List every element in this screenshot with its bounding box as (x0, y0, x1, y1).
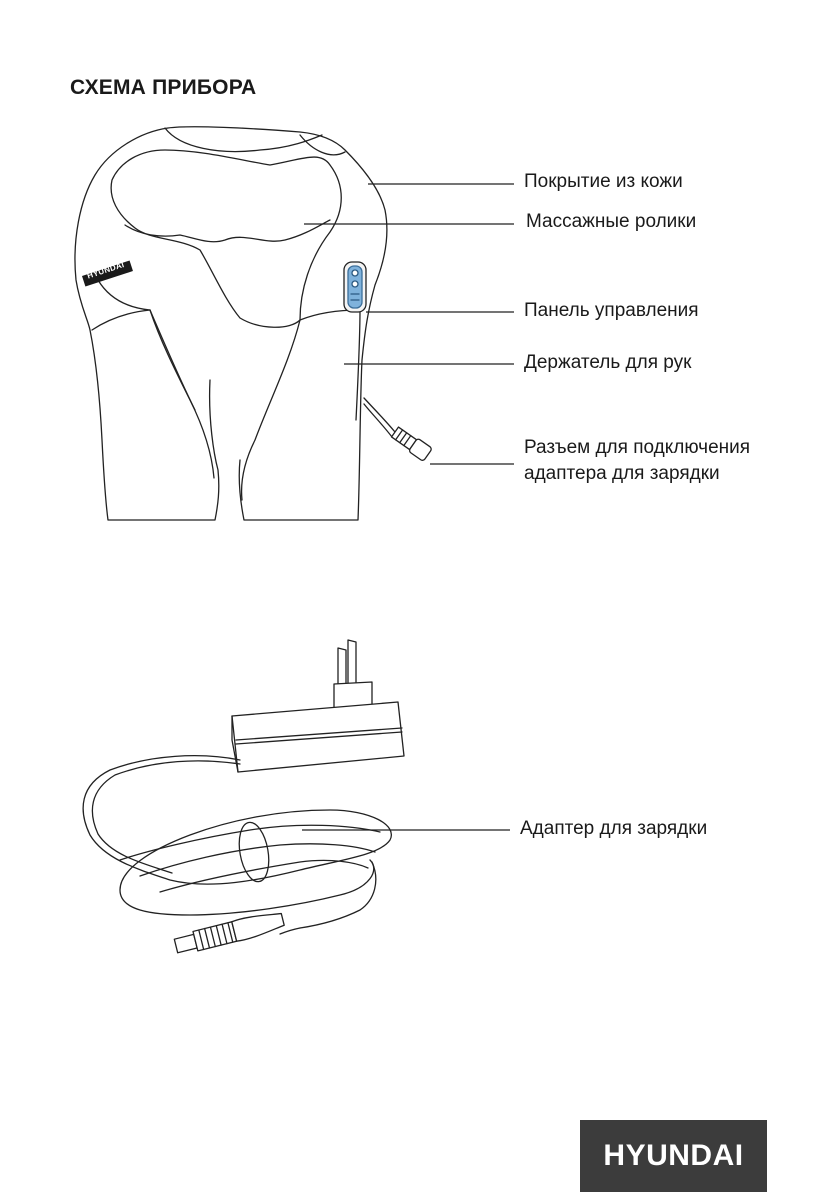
connector-plug (390, 426, 432, 461)
power-cable (363, 397, 396, 433)
roller-contour (124, 219, 331, 243)
label-adapter: Адаптер для зарядки (520, 818, 708, 839)
dc-plug (173, 912, 285, 954)
adapter-cord (82, 755, 392, 916)
right-strap (299, 309, 361, 421)
adapter-illustration (82, 639, 405, 954)
brand-logo: HYUNDAI (580, 1120, 767, 1192)
label-rollers: Массажные ролики (526, 211, 697, 232)
left-strap (91, 309, 215, 479)
neck-opening (110, 149, 342, 328)
label-cover: Покрытие из кожи (524, 171, 683, 192)
adapter-box (231, 701, 405, 773)
brand-logo-text: HYUNDAI (603, 1139, 744, 1172)
collar-band (164, 127, 323, 153)
page-title: СХЕМА ПРИБОРА (70, 76, 257, 99)
label-panel: Панель управления (524, 300, 699, 321)
label-connector-line1: Разъем для подключения (524, 437, 751, 458)
label-holder: Держатель для рук (524, 352, 692, 373)
massager-body-outline (74, 126, 388, 521)
label-connector-line2: адаптера для зарядки (524, 463, 720, 484)
